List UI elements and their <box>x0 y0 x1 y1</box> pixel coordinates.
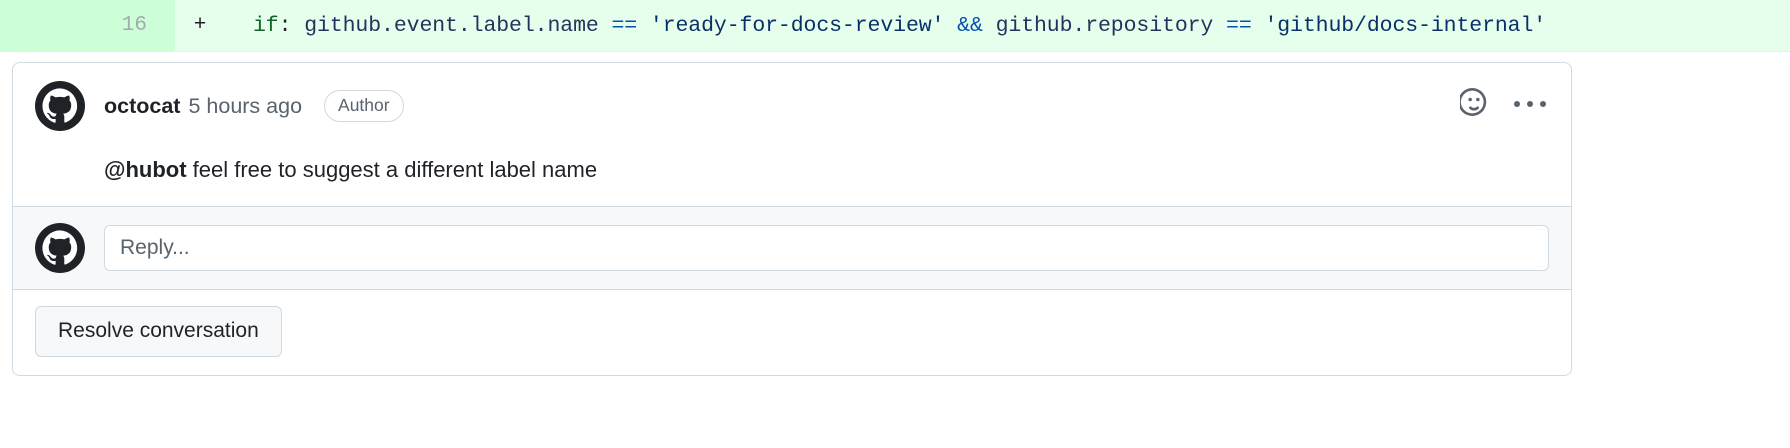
code-token-keyword: if <box>253 13 279 38</box>
reply-input[interactable] <box>104 225 1549 271</box>
review-thread-container: octocat 5 hours ago Author <box>0 52 1790 377</box>
avatar[interactable] <box>35 81 85 131</box>
code-token-string-1: 'ready-for-docs-review' <box>637 13 945 38</box>
comment-menu-button[interactable] <box>1511 85 1549 123</box>
diff-line-added: 16 + if: github.event.label.name == 'rea… <box>0 0 1790 52</box>
resolve-conversation-button[interactable]: Resolve conversation <box>35 306 282 358</box>
comment-actions <box>1455 85 1549 123</box>
resolve-row: Resolve conversation <box>13 289 1571 376</box>
code-token-expression-2: github.repository <box>982 13 1227 38</box>
add-reaction-button[interactable] <box>1455 85 1493 123</box>
diff-code-line: if: github.event.label.name == 'ready-fo… <box>225 0 1790 51</box>
user-mention[interactable]: @hubot <box>104 157 187 182</box>
comment-body: @hubot feel free to suggest a different … <box>104 153 1549 186</box>
diff-line-number: 16 <box>0 0 175 51</box>
code-token-operator-and: && <box>957 13 983 38</box>
review-comment-card: octocat 5 hours ago Author <box>12 62 1572 377</box>
github-mark-icon <box>38 84 82 128</box>
code-token-expression-1: github.event.label.name <box>291 13 612 38</box>
smiley-icon <box>1458 87 1488 121</box>
comment-meta: octocat 5 hours ago Author <box>104 89 404 123</box>
github-mark-icon <box>38 226 82 270</box>
code-token-operator-1: == <box>611 13 638 38</box>
author-badge: Author <box>324 89 404 123</box>
diff-add-marker: + <box>193 14 207 37</box>
comment-author[interactable]: octocat <box>104 93 181 118</box>
comment-body-text: feel free to suggest a different label n… <box>186 157 598 182</box>
code-token-string-2: 'github/docs-internal' <box>1251 13 1547 38</box>
reply-avatar[interactable] <box>35 223 85 273</box>
comment-timestamp[interactable]: 5 hours ago <box>188 93 303 118</box>
comment-block: octocat 5 hours ago Author <box>13 63 1571 206</box>
code-token-space <box>944 14 957 38</box>
reply-row <box>13 206 1571 289</box>
kebab-horizontal-icon <box>1514 101 1546 107</box>
code-token-operator-2: == <box>1226 13 1252 38</box>
comment-header: octocat 5 hours ago Author <box>35 81 1549 131</box>
code-token-colon: : <box>278 13 292 38</box>
